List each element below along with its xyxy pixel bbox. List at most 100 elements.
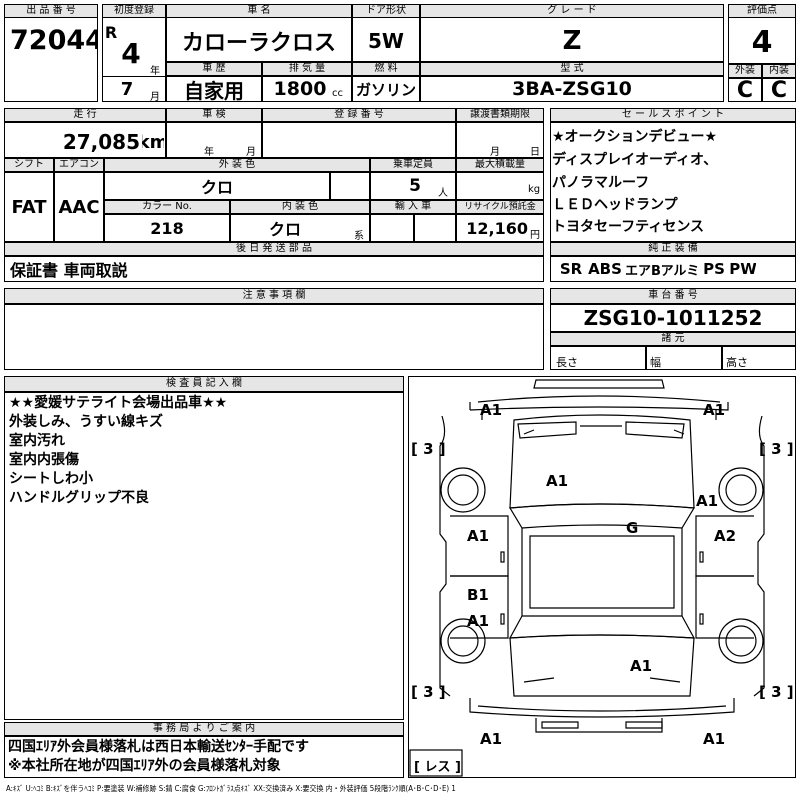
inspection-cell: [166, 122, 262, 158]
model-label: 型 式: [420, 62, 724, 76]
damage-roof: G: [626, 519, 639, 537]
grade: Z: [562, 26, 582, 56]
import-cell-2: [414, 214, 456, 242]
tire-rear-left: [ 3 ]: [411, 683, 446, 701]
exterior-label: 外装: [728, 64, 762, 78]
mileage-cell: [4, 122, 166, 158]
inspector-cell: [4, 392, 404, 720]
office-line-2: ※本社所在地が四国ｴﾘｱ外の会員様落札対象: [8, 758, 281, 774]
fuel-cell: [352, 76, 420, 102]
history-cell: [166, 76, 262, 102]
interior-grade: C: [770, 78, 788, 102]
door-type: 5W: [368, 29, 404, 53]
office-cell: [4, 736, 404, 778]
car-name-label: 車 名: [166, 4, 352, 18]
equipment-pw: PW: [730, 260, 756, 278]
model: 3BA-ZSG10: [512, 78, 632, 100]
interior-label: 内装: [762, 64, 796, 78]
ac-cell: [54, 172, 104, 242]
mileage: 27,085: [62, 130, 140, 154]
color-no: 218: [150, 218, 184, 238]
displacement: 1800: [273, 78, 327, 100]
shift-label: シフト: [4, 158, 54, 172]
inspector-line-1: ★★愛媛サテライト会場出品車★★: [9, 395, 228, 411]
exterior-color-extra: [330, 172, 370, 200]
equipment-ps: PS: [703, 260, 725, 278]
exterior-grade: C: [736, 78, 754, 102]
lot-number-label: 出 品 番 号: [4, 4, 98, 18]
lot-number: 72044: [10, 24, 98, 56]
mileage-unit: km: [142, 131, 164, 153]
import-label: 輸 入 車: [370, 200, 456, 214]
recycle-cell: [456, 214, 544, 242]
inspector-line-2: 外装しみ、うすい線キズ: [9, 414, 163, 430]
equipment-alloy: アルミ: [662, 263, 698, 279]
history-label: 車 歴: [166, 62, 262, 76]
registration-year: 4: [121, 36, 141, 70]
sales-point-4: ＬＥＤヘッドランプ: [552, 197, 678, 213]
equipment-abs: ABS: [588, 260, 622, 278]
equipment-sr: SR: [560, 260, 582, 278]
transfer-cell: [456, 122, 544, 158]
inspector-line-3: 室内汚れ: [9, 433, 65, 449]
sales-points-cell: [550, 122, 796, 242]
sales-points-label: セ ー ル ス ポ イ ン ト: [550, 108, 796, 122]
capacity: 5: [409, 176, 421, 196]
shift-cell: [4, 172, 54, 242]
damage-rear-right: A1: [703, 730, 726, 748]
inspector-line-4: 室内内張傷: [9, 452, 79, 468]
tire-front-left: [ 3 ]: [411, 440, 446, 458]
import-cell: [370, 214, 414, 242]
interior-color-cell: [230, 214, 370, 242]
interior-color: クロ: [268, 220, 301, 239]
grade-label: グ レ ー ド: [420, 4, 724, 18]
tire-front-right: [ 3 ]: [759, 440, 794, 458]
ac-label: エアコン: [54, 158, 104, 172]
registration-month: 7: [120, 78, 134, 100]
transfer-month-unit: 月: [490, 147, 500, 158]
damage-front-door-left: A1: [467, 527, 490, 545]
exterior-cell: [728, 78, 762, 102]
damage-front-left: A1: [480, 401, 503, 419]
sales-point-2: ディスプレイオーディオ、: [552, 152, 718, 168]
damage-rear-door-left-b: B1: [467, 586, 489, 604]
sales-point-3: パノラマルーフ: [552, 175, 650, 191]
chassis-cell: [550, 304, 796, 332]
equipment-cell: [550, 256, 796, 282]
registration-era: R: [104, 22, 118, 42]
load-unit: kg: [528, 184, 541, 195]
damage-front-door-right: A2: [714, 527, 737, 545]
interior-color-suffix: 系: [354, 231, 364, 242]
height-cell: [722, 346, 796, 370]
transfer-day-unit: 日: [530, 147, 540, 158]
displacement-unit: cc: [332, 88, 343, 99]
car-body-diagram: [409, 379, 765, 777]
damage-rear-door-left-a: A1: [467, 612, 490, 630]
later-parts: 保証書 車両取説: [10, 261, 128, 280]
equipment-airbag: エアB: [626, 263, 660, 279]
registration-label: 初度登録: [102, 4, 166, 18]
interior-color-label: 内 装 色: [230, 200, 370, 214]
damage-hood: A1: [546, 472, 569, 490]
later-parts-label: 後 日 発 送 部 品: [4, 242, 544, 256]
year-unit: 年: [150, 66, 160, 77]
car-diagram-frame: [408, 376, 796, 778]
capacity-unit: 人: [438, 188, 448, 199]
office-label: 事 務 局 よ り ご 案 内: [4, 722, 404, 736]
fuel-label: 燃 料: [352, 62, 420, 76]
sales-point-5: トヨタセーフティセンス: [552, 219, 705, 235]
office-line-1: 四国ｴﾘｱ外会員様落札は西日本輸送ｾﾝﾀｰ手配です: [8, 739, 309, 755]
chassis-label: 車 台 番 号: [550, 288, 796, 304]
inspection-month-unit: 月: [246, 147, 256, 158]
interior-cell: [762, 78, 796, 102]
width-cell: [646, 346, 722, 370]
width-label: 幅: [650, 356, 661, 369]
month-divider: [102, 76, 166, 77]
exterior-color-cell: [104, 172, 330, 200]
legend: A:ｷｽﾞ U:ﾍｺﾐ B:ｷｽﾞを伴うﾍｺﾐ P:要塗装 W:補修跡 S:錆 …: [6, 784, 456, 793]
transfer-label: 譲渡書類期限: [456, 108, 544, 122]
score-label: 評価点: [728, 4, 796, 18]
door-label: ドア形状: [352, 4, 420, 18]
caution-label: 注 意 事 項 欄: [4, 288, 544, 304]
displacement-cell: [262, 76, 352, 102]
